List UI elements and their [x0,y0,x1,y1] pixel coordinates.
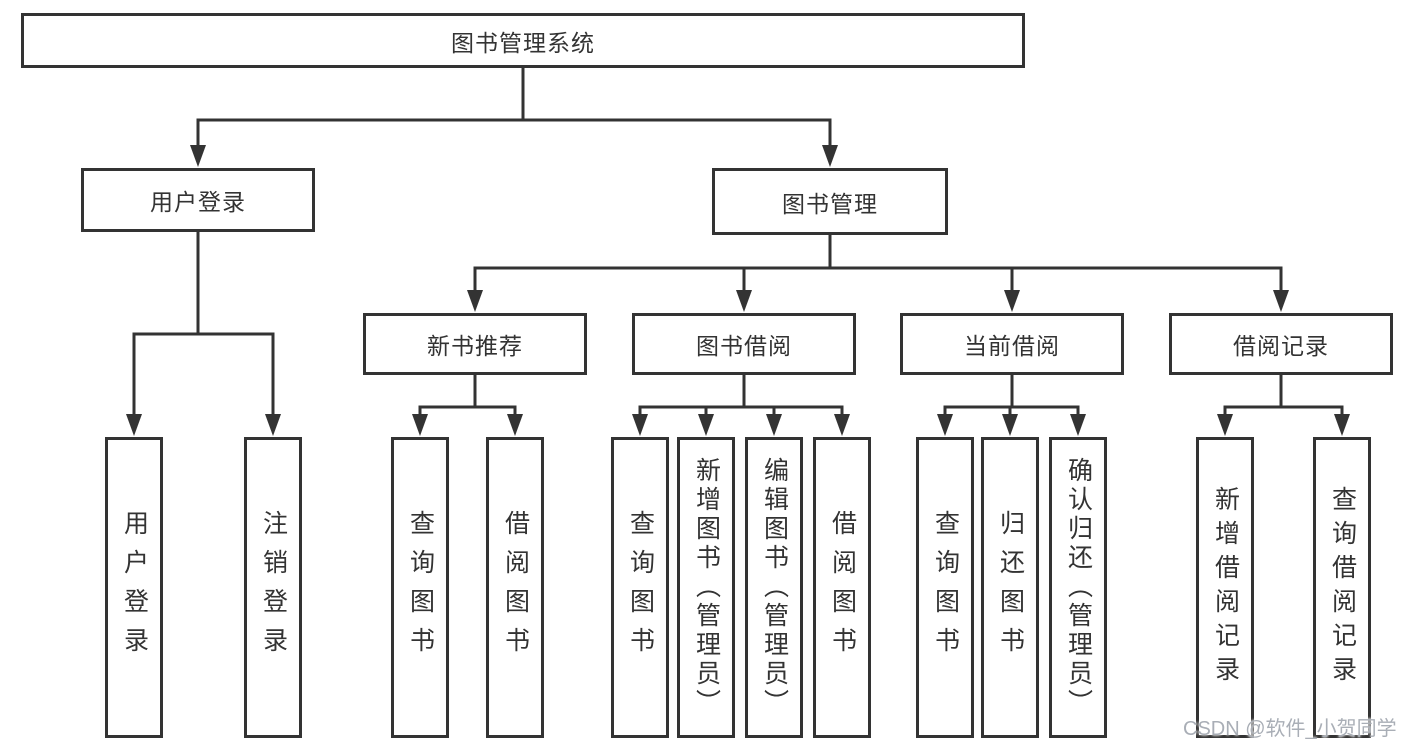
leaf-query-borrow-record: 查询借阅记录 [1313,437,1371,738]
leaf-borrow-books-recommend-label: 借阅图书 [501,509,530,666]
node-user-login-label: 用户登录 [150,189,246,215]
leaf-add-books-admin-label: 新增图书（管理员） [692,457,721,718]
node-book-management-label: 图书管理 [782,190,878,217]
leaf-confirm-return-admin-label: 确认归还（管理员） [1064,457,1093,718]
node-current-borrowing-label: 当前借阅 [964,333,1060,359]
leaf-logout: 注销登录 [244,437,302,738]
node-new-book-recommend: 新书推荐 [363,313,587,375]
leaf-borrow-books-recommend: 借阅图书 [486,437,544,738]
arrowhead-icons [126,145,1350,436]
leaf-add-borrow-record: 新增借阅记录 [1196,437,1254,738]
node-current-borrowing: 当前借阅 [900,313,1124,375]
node-user-login: 用户登录 [81,168,315,232]
leaf-borrow-books: 借阅图书 [813,437,871,738]
node-book-borrowing-label: 图书借阅 [696,333,792,359]
node-borrow-records-label: 借阅记录 [1233,333,1329,359]
leaf-borrow-books-label: 借阅图书 [828,509,857,666]
leaf-confirm-return-admin: 确认归还（管理员） [1049,437,1107,738]
leaf-user-login: 用户登录 [105,437,163,738]
leaf-add-books-admin: 新增图书（管理员） [677,437,735,738]
leaf-query-books-recommend: 查询图书 [391,437,449,738]
node-book-management: 图书管理 [712,168,948,235]
leaf-query-books-recommend-label: 查询图书 [406,509,435,666]
leaf-logout-label: 注销登录 [259,509,288,666]
leaf-query-books-current-label: 查询图书 [931,509,960,666]
leaf-query-books-current: 查询图书 [916,437,974,738]
node-library-system-label: 图书管理系统 [451,29,595,56]
node-book-borrowing: 图书借阅 [632,313,856,375]
leaf-edit-books-admin: 编辑图书（管理员） [745,437,803,738]
leaf-query-borrow-record-label: 查询借阅记录 [1328,485,1357,690]
leaf-return-books: 归还图书 [981,437,1039,738]
node-borrow-records: 借阅记录 [1169,313,1393,375]
leaf-add-borrow-record-label: 新增借阅记录 [1211,485,1240,690]
leaf-user-login-label: 用户登录 [120,509,149,666]
leaf-query-books-borrow-label: 查询图书 [626,509,655,666]
leaf-return-books-label: 归还图书 [996,509,1025,666]
csdn-watermark: CSDN @软件_小贺同学 [1183,718,1397,740]
node-new-book-recommend-label: 新书推荐 [427,333,523,359]
leaf-edit-books-admin-label: 编辑图书（管理员） [760,457,789,718]
leaf-query-books-borrow: 查询图书 [611,437,669,738]
node-library-system: 图书管理系统 [21,13,1025,68]
